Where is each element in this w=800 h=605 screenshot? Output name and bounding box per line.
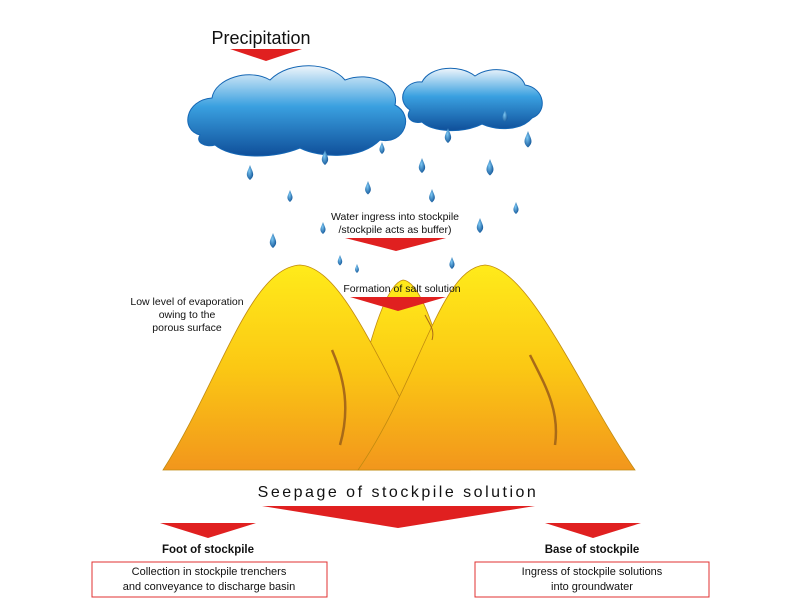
- pile-crack: [330, 349, 347, 446]
- foot-text: and conveyance to discharge basin: [123, 581, 295, 593]
- stockpile: [162, 264, 636, 471]
- raindrop: [320, 222, 326, 234]
- raindrop: [246, 165, 254, 180]
- foot-arrow: [160, 523, 256, 538]
- raindrop: [287, 190, 293, 202]
- raindrop: [355, 264, 359, 273]
- raindrop: [444, 128, 452, 143]
- base-arrow: [545, 523, 641, 538]
- precipitation-title: Precipitation: [211, 28, 310, 48]
- raindrop: [321, 150, 329, 165]
- foot-box: [91, 561, 328, 598]
- raindrop: [513, 202, 519, 214]
- water-ingress-label: /stockpile acts as buffer): [338, 224, 451, 236]
- base-box: [474, 561, 710, 598]
- raindrop: [269, 233, 277, 248]
- raindrop: [365, 181, 371, 195]
- raindrops: [246, 110, 532, 273]
- water-ingress-label: Water ingress into stockpile: [331, 211, 459, 223]
- evaporation-label: porous surface: [152, 322, 222, 334]
- pile-right: [357, 264, 636, 471]
- base-text: into groundwater: [551, 581, 633, 593]
- foot-heading: Foot of stockpile: [162, 544, 254, 556]
- salt-formation-arrow: [350, 297, 446, 311]
- salt-formation-label: Formation of salt solution: [343, 283, 460, 295]
- evaporation-label: Low level of evaporation: [130, 296, 243, 308]
- raindrop: [476, 218, 484, 233]
- raindrop: [502, 110, 508, 122]
- base-heading: Base of stockpile: [545, 544, 640, 556]
- base-text: Ingress of stockpile solutions: [522, 566, 663, 578]
- raindrop: [337, 255, 343, 266]
- pile-left: [162, 264, 441, 471]
- evaporation-label: owing to the: [159, 309, 216, 321]
- pile-crack: [424, 314, 434, 341]
- raindrop: [418, 158, 426, 173]
- raindrop: [429, 189, 435, 203]
- raindrop: [379, 142, 385, 154]
- water-ingress-arrow: [345, 238, 446, 251]
- raindrop: [449, 257, 455, 269]
- raindrop: [524, 131, 532, 148]
- foot-text: Collection in stockpile trenchers: [132, 566, 287, 578]
- raindrop: [486, 159, 494, 176]
- seepage-label: Seepage of stockpile solution: [258, 484, 539, 501]
- pile-crack: [528, 354, 558, 446]
- cloud-large: [187, 65, 407, 157]
- precipitation-arrow: [230, 49, 302, 61]
- cloud-small: [402, 67, 543, 132]
- seepage-arrow: [262, 506, 535, 528]
